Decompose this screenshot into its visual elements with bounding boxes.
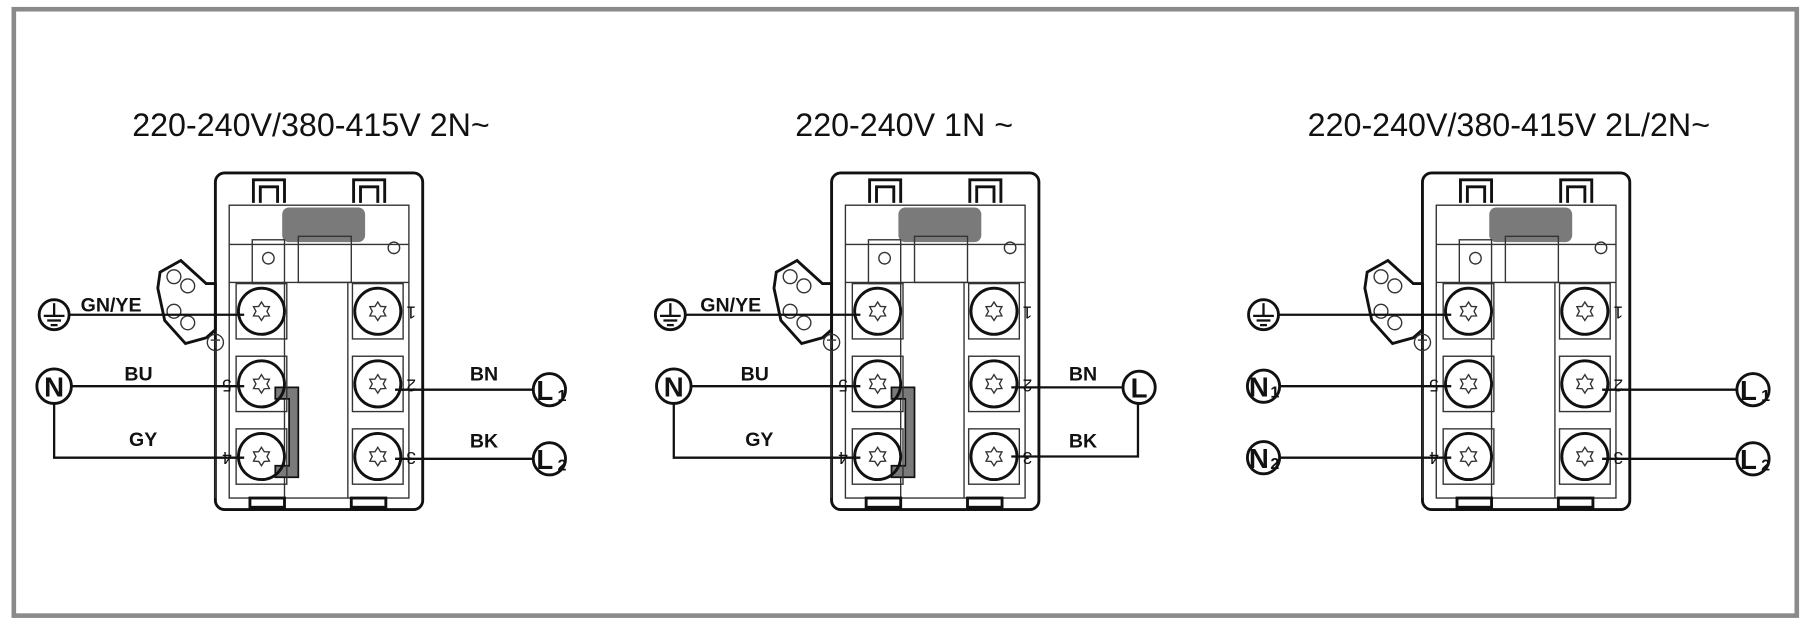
terminal-number: 2 (1023, 375, 1033, 395)
line2-label: L (1740, 444, 1757, 475)
terminal-screw (853, 286, 903, 336)
diagram-3-wiring: N 1 N 2 L 1 L 2 (1245, 298, 1771, 477)
wire-label-grey: GY (745, 429, 773, 451)
neutral-label: N (44, 372, 64, 403)
earth-symbol-icon (37, 298, 71, 332)
wire-label-earth: GN/YE (700, 294, 761, 316)
neutral1-label: N (1249, 372, 1269, 403)
line-label: L (1131, 373, 1148, 404)
diagram-3-title: 220-240V/380-415V 2L/2N~ (1308, 107, 1710, 143)
line1-sub: 1 (557, 387, 566, 405)
ground-bracket (156, 258, 217, 346)
diagram-1-title: 220-240V/380-415V 2N~ (132, 107, 490, 143)
terminal-number: 1 (1023, 303, 1033, 323)
outer-frame (11, 6, 1800, 618)
terminal-screw (353, 286, 403, 336)
terminal-number: 2 (406, 375, 416, 395)
neutral2-sub: 2 (1270, 455, 1279, 473)
terminal-screw (236, 286, 286, 336)
neutral2-label: N (1249, 443, 1269, 474)
wire-label-blue: BU (741, 363, 769, 385)
terminal-screw (969, 286, 1019, 336)
line2-sub: 2 (557, 456, 566, 474)
wire-label-brown: BN (1069, 363, 1097, 385)
line1-terminal-circle (1735, 372, 1771, 408)
line1-label: L (536, 375, 553, 406)
neutral1-sub: 1 (1270, 384, 1279, 402)
wire-label-blue: BU (124, 363, 152, 385)
terminal-number: 2 (1613, 375, 1623, 395)
wire-label-brown: BN (470, 363, 498, 385)
diagram-2-wiring: GN/YE N BU GY BN BK L (653, 294, 1157, 459)
line1-label: L (1740, 375, 1757, 406)
terminal-number: 1 (1613, 303, 1623, 323)
neutral-label: N (664, 372, 684, 403)
line-terminal-circle (1121, 369, 1157, 405)
terminal-screw (969, 359, 1019, 409)
terminal-screw (353, 359, 403, 409)
line2-terminal-circle (531, 441, 567, 477)
earth-symbol-icon (653, 298, 687, 332)
line2-label: L (536, 444, 553, 475)
terminal-screw (1444, 359, 1494, 409)
wire-label-grey: GY (129, 429, 157, 451)
line1-terminal-circle (531, 372, 567, 408)
terminal-screw (1560, 432, 1610, 482)
earth-symbol-icon (1247, 298, 1280, 332)
gray-latch (282, 207, 366, 243)
terminal-number: 1 (406, 303, 416, 323)
wire-label-black: BK (470, 430, 498, 452)
ground-bracket (1363, 258, 1424, 346)
terminal-number: 3 (1023, 448, 1033, 468)
diagram-2-title: 220-240V 1N ~ (795, 107, 1013, 143)
terminal-screw (236, 359, 286, 409)
line1-sub: 1 (1761, 387, 1770, 405)
wire-label-earth: GN/YE (81, 294, 142, 316)
wire-label-black: BK (1069, 430, 1097, 452)
gray-latch (898, 207, 982, 243)
terminal-screw (1560, 359, 1610, 409)
line2-sub: 2 (1761, 456, 1770, 474)
line2-terminal-circle (1735, 441, 1771, 477)
gray-latch (1489, 207, 1573, 243)
terminal-screw (853, 359, 903, 409)
terminal-screw (1444, 286, 1494, 336)
terminal-screw (1560, 286, 1610, 336)
diagram-1-wiring: GN/YE N BU GY BN BK L 1 L 2 (35, 294, 567, 477)
ground-bracket (772, 258, 834, 346)
terminal-screw (353, 432, 403, 482)
